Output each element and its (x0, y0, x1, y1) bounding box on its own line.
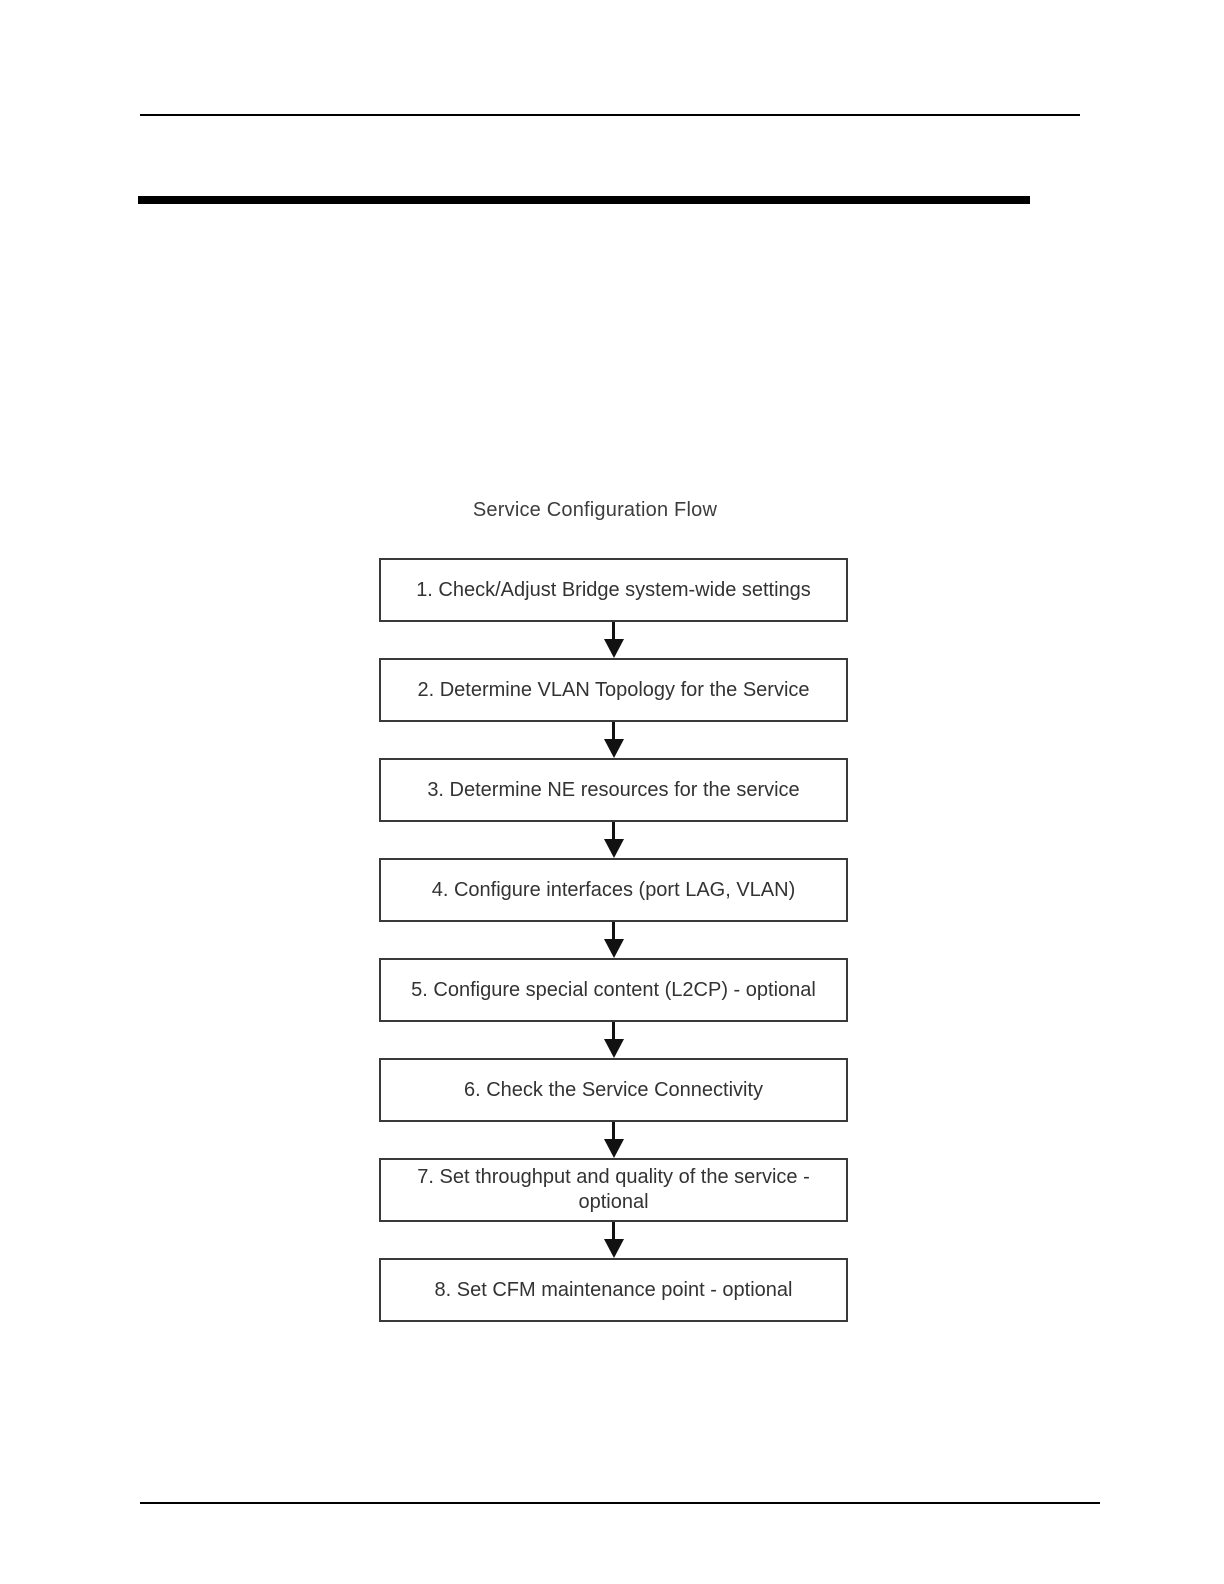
flow-step-6: 6. Check the Service Connectivity (379, 1058, 848, 1122)
arrow-down-icon (603, 739, 624, 758)
arrow-down-icon (603, 939, 624, 958)
flow-connector (379, 822, 848, 858)
flow-connector (379, 1022, 848, 1058)
arrow-stem (612, 922, 615, 939)
flow-step-4: 4. Configure interfaces (port LAG, VLAN) (379, 858, 848, 922)
flow-connector (379, 1122, 848, 1158)
flow-step-2: 2. Determine VLAN Topology for the Servi… (379, 658, 848, 722)
flow-step-8: 8. Set CFM maintenance point - optional (379, 1258, 848, 1322)
arrow-stem (612, 1222, 615, 1239)
flow-step-7: 7. Set throughput and quality of the ser… (379, 1158, 848, 1222)
arrow-stem (612, 1022, 615, 1039)
flow-step-label: 2. Determine VLAN Topology for the Servi… (417, 678, 810, 701)
flow-step-5: 5. Configure special content (L2CP) - op… (379, 958, 848, 1022)
flow-step-label: 6. Check the Service Connectivity (463, 1078, 764, 1101)
arrow-down-icon (603, 1239, 624, 1258)
flowchart: 1. Check/Adjust Bridge system-wide setti… (379, 558, 848, 1322)
arrow-down-icon (603, 1039, 624, 1058)
flow-step-label: 1. Check/Adjust Bridge system-wide setti… (416, 578, 811, 601)
flow-connector (379, 1222, 848, 1258)
flow-step-label: 7. Set throughput and quality of the ser… (417, 1166, 810, 1213)
arrow-stem (612, 622, 615, 639)
arrow-stem (612, 1122, 615, 1139)
flow-step-label: 4. Configure interfaces (port LAG, VLAN) (431, 878, 796, 901)
flow-step-label: 8. Set CFM maintenance point - optional (434, 1278, 793, 1301)
flow-connector (379, 622, 848, 658)
flowchart-title: Service Configuration Flow (472, 499, 718, 521)
arrow-stem (612, 822, 615, 839)
arrow-stem (612, 722, 615, 739)
flow-step-1: 1. Check/Adjust Bridge system-wide setti… (379, 558, 848, 622)
section-divider-rule (138, 196, 1030, 204)
flow-step-3: 3. Determine NE resources for the servic… (379, 758, 848, 822)
arrow-down-icon (603, 839, 624, 858)
flow-step-label: 3. Determine NE resources for the servic… (427, 778, 800, 801)
flow-connector (379, 722, 848, 758)
arrow-down-icon (603, 1139, 624, 1158)
arrow-down-icon (603, 639, 624, 658)
footer-rule (140, 1502, 1100, 1504)
flow-connector (379, 922, 848, 958)
flow-step-label: 5. Configure special content (L2CP) - op… (411, 978, 816, 1001)
header-rule (140, 114, 1080, 116)
